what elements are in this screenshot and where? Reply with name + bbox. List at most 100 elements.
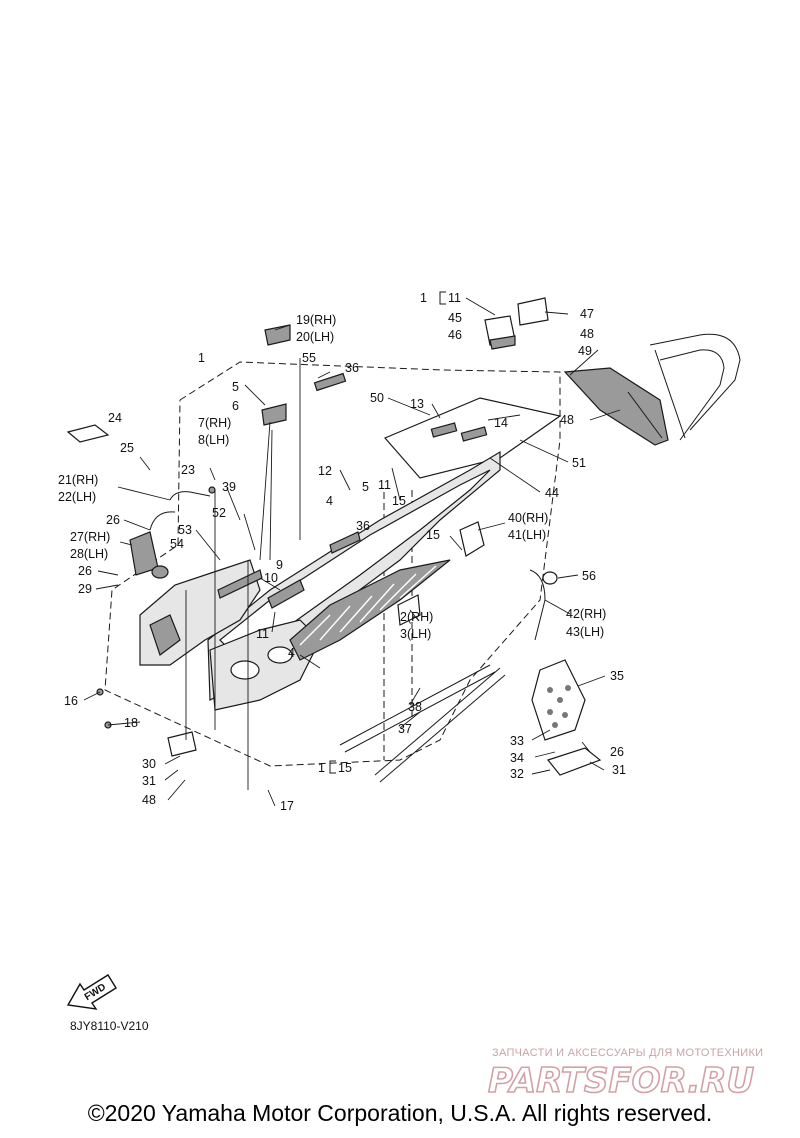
part-36-upper [313, 372, 347, 392]
callout-30: 30 [142, 757, 156, 771]
callout-9: 9 [276, 558, 283, 572]
right-side-parts [397, 521, 602, 776]
callout-10: 10 [264, 571, 278, 585]
callout-22: 22(LH) [58, 490, 96, 504]
callout-35: 35 [610, 669, 624, 683]
watermark-brand: PARTSFOR.RU [488, 1061, 754, 1101]
callout-41: 41(LH) [508, 528, 546, 542]
tunnel-frame [139, 397, 562, 711]
callout-26: 26 [106, 513, 120, 527]
callout-47: 47 [580, 307, 594, 321]
part-47 [517, 297, 549, 326]
part-2-bracket [397, 594, 421, 626]
callout-7: 7(RH) [198, 416, 231, 430]
callout-37: 37 [398, 722, 412, 736]
callout-17: 17 [280, 799, 294, 813]
callout-38: 38 [408, 700, 422, 714]
drawing-code: 8JY8110-V210 [70, 1019, 149, 1033]
callout-48-b: 48 [560, 413, 574, 427]
leader-lines [83, 297, 621, 807]
callout-53: 53 [178, 523, 192, 537]
callout-14: 14 [494, 416, 508, 430]
callout-36-b: 36 [356, 519, 370, 533]
callout-15-b: 15 [426, 528, 440, 542]
callout-5: 5 [232, 380, 239, 394]
callout-31: 31 [142, 774, 156, 788]
callout-18: 18 [124, 716, 138, 730]
callout-21: 21(RH) [58, 473, 98, 487]
callout-1: 1 [198, 351, 205, 365]
callout-46: 46 [448, 328, 462, 342]
callout-48-c: 48 [142, 793, 156, 807]
callout-3: 3(LH) [400, 627, 431, 641]
callout-15: 15 [392, 494, 406, 508]
heat-exchanger-right [329, 531, 361, 554]
watermark: ЗАПЧАСТИ И АКСЕССУАРЫ ДЛЯ МОТОТЕХНИКИ PA… [487, 1047, 763, 1102]
callout-6: 6 [232, 399, 239, 413]
callout-20: 20(LH) [296, 330, 334, 344]
callout-31-b: 31 [612, 763, 626, 777]
deck-vent-2 [460, 426, 488, 442]
part-24 [66, 424, 110, 443]
callout-50: 50 [370, 391, 384, 405]
callout-15-c: 15 [338, 761, 352, 775]
callout-26-c: 26 [610, 745, 624, 759]
callout-11: 11 [378, 478, 391, 492]
callout-55: 55 [302, 351, 316, 365]
tunnel-hole-2 [267, 646, 293, 664]
callout-44: 44 [545, 486, 559, 500]
callout-29: 29 [78, 582, 92, 596]
step-plate-32 [546, 747, 602, 776]
tunnel-hole-1 [230, 660, 260, 680]
part-19-boot [264, 324, 291, 346]
part-7-grommet [261, 403, 287, 426]
rails [339, 664, 506, 783]
callout-36: 36 [345, 361, 359, 375]
rear-flap [563, 367, 669, 446]
fwd-arrow-icon: FWD [66, 974, 117, 1010]
copyright-notice: ©2020 Yamaha Motor Corporation, U.S.A. A… [87, 1100, 713, 1126]
callout-54: 54 [170, 537, 184, 551]
callout-33: 33 [510, 734, 524, 748]
callout-1-top: 1 [420, 291, 427, 305]
part-54 [151, 565, 169, 579]
left-side-parts [96, 486, 216, 757]
callout-4: 4 [326, 494, 333, 508]
deck-vent-1 [430, 422, 458, 438]
top-small-parts [66, 297, 549, 443]
heat-exchanger-left [217, 569, 263, 599]
callout-34: 34 [510, 751, 524, 765]
watermark-tagline: ЗАПЧАСТИ И АКСЕССУАРЫ ДЛЯ МОТОТЕХНИКИ [492, 1047, 763, 1059]
callout-40: 40(RH) [508, 511, 548, 525]
part-30-plug [167, 731, 197, 757]
part-56 [542, 571, 558, 585]
callout-1-b: 1 [318, 761, 325, 775]
callout-49: 49 [578, 344, 592, 358]
heat-exchanger-center [267, 579, 305, 609]
group-brackets [329, 291, 446, 774]
callout-11-c: 11 [256, 627, 269, 641]
callout-45: 45 [448, 311, 462, 325]
callout-42: 42(RH) [566, 607, 606, 621]
callout-4-b: 4 [288, 646, 295, 660]
callout-16: 16 [64, 694, 78, 708]
callout-43: 43(LH) [566, 625, 604, 639]
callout-51: 51 [572, 456, 586, 470]
callout-25: 25 [120, 441, 134, 455]
callout-32: 32 [510, 767, 524, 781]
rear-bumper-group [563, 333, 741, 446]
callout-48: 48 [580, 327, 594, 341]
callout-23: 23 [181, 463, 195, 477]
callout-26-b: 26 [78, 564, 92, 578]
callout-13: 13 [410, 397, 424, 411]
part-23-clip [208, 486, 216, 494]
callout-labels: 1 11 45 46 47 48 49 48 19(RH) 20(LH) 1 5… [58, 291, 626, 813]
callout-2: 2(RH) [400, 610, 433, 624]
callout-5-b: 5 [362, 480, 369, 494]
part-40-bracket [459, 521, 485, 557]
callout-56: 56 [582, 569, 596, 583]
callout-11-top: 11 [448, 291, 461, 305]
callout-52: 52 [212, 506, 226, 520]
callout-27: 27(RH) [70, 530, 110, 544]
callout-28: 28(LH) [70, 547, 108, 561]
